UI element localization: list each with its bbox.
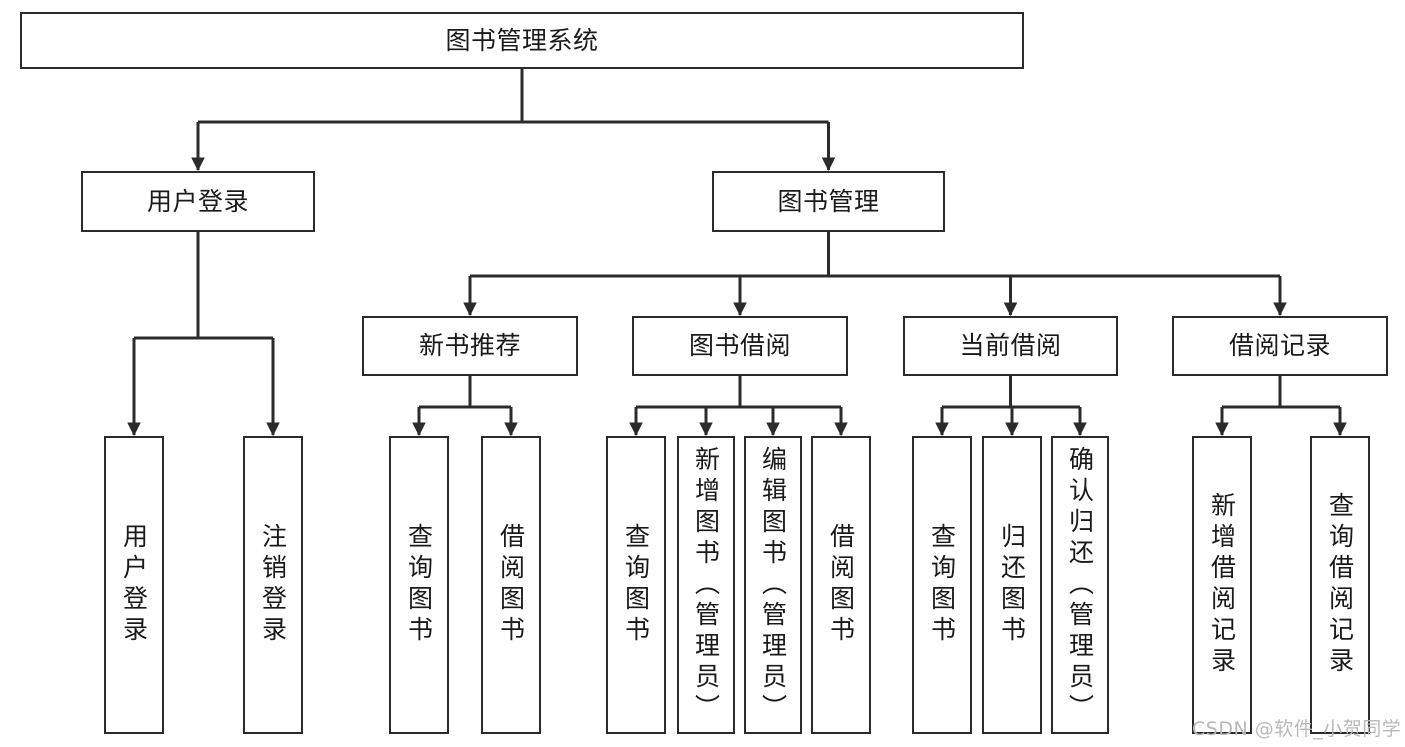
node-leaf-query-book-2[interactable]: 查询图书 bbox=[606, 436, 666, 734]
node-leaf-edit-book-admin-label: 编辑图书（管理员） bbox=[758, 445, 788, 725]
node-leaf-user-logout-label: 注销登录 bbox=[258, 523, 288, 647]
node-leaf-borrow-book-1[interactable]: 借阅图书 bbox=[481, 436, 541, 734]
node-leaf-query-book-1[interactable]: 查询图书 bbox=[389, 436, 449, 734]
node-borrow-record[interactable]: 借阅记录 bbox=[1172, 316, 1388, 376]
node-leaf-borrow-book-2[interactable]: 借阅图书 bbox=[811, 436, 871, 734]
node-leaf-return-book-label: 归还图书 bbox=[997, 523, 1027, 647]
node-leaf-borrow-book-2-label: 借阅图书 bbox=[826, 523, 856, 647]
node-leaf-borrow-book-1-label: 借阅图书 bbox=[496, 523, 526, 647]
node-book-borrow[interactable]: 图书借阅 bbox=[632, 316, 848, 376]
node-user-login[interactable]: 用户登录 bbox=[81, 171, 315, 232]
node-root-label: 图书管理系统 bbox=[445, 25, 599, 55]
node-book-borrow-label: 图书借阅 bbox=[688, 331, 791, 361]
node-book-manage[interactable]: 图书管理 bbox=[712, 171, 945, 232]
node-leaf-user-login[interactable]: 用户登录 bbox=[104, 436, 164, 734]
node-leaf-add-book-admin[interactable]: 新增图书（管理员） bbox=[677, 436, 735, 734]
node-leaf-add-borrow-record[interactable]: 新增借阅记录 bbox=[1192, 436, 1252, 734]
node-leaf-query-book-3[interactable]: 查询图书 bbox=[912, 436, 972, 734]
node-borrow-record-label: 借阅记录 bbox=[1228, 331, 1331, 361]
node-leaf-query-borrow-record[interactable]: 查询借阅记录 bbox=[1310, 436, 1370, 734]
node-new-book-recommend-label: 新书推荐 bbox=[418, 331, 521, 361]
node-leaf-query-book-2-label: 查询图书 bbox=[621, 523, 651, 647]
node-current-borrow[interactable]: 当前借阅 bbox=[903, 316, 1118, 376]
node-leaf-confirm-return-admin-label: 确认归还（管理员） bbox=[1065, 445, 1095, 725]
node-leaf-return-book[interactable]: 归还图书 bbox=[982, 436, 1042, 734]
node-root[interactable]: 图书管理系统 bbox=[20, 12, 1024, 69]
node-user-login-label: 用户登录 bbox=[146, 186, 249, 216]
node-leaf-add-borrow-record-label: 新增借阅记录 bbox=[1207, 492, 1237, 678]
node-leaf-user-login-label: 用户登录 bbox=[119, 523, 149, 647]
node-leaf-confirm-return-admin[interactable]: 确认归还（管理员） bbox=[1051, 436, 1109, 734]
node-current-borrow-label: 当前借阅 bbox=[959, 331, 1062, 361]
node-leaf-user-logout[interactable]: 注销登录 bbox=[243, 436, 303, 734]
node-leaf-query-book-1-label: 查询图书 bbox=[404, 523, 434, 647]
node-book-manage-label: 图书管理 bbox=[777, 186, 880, 216]
node-leaf-query-borrow-record-label: 查询借阅记录 bbox=[1325, 492, 1355, 678]
node-leaf-edit-book-admin[interactable]: 编辑图书（管理员） bbox=[744, 436, 802, 734]
node-new-book-recommend[interactable]: 新书推荐 bbox=[362, 316, 578, 376]
node-leaf-add-book-admin-label: 新增图书（管理员） bbox=[691, 445, 721, 725]
node-leaf-query-book-3-label: 查询图书 bbox=[927, 523, 957, 647]
